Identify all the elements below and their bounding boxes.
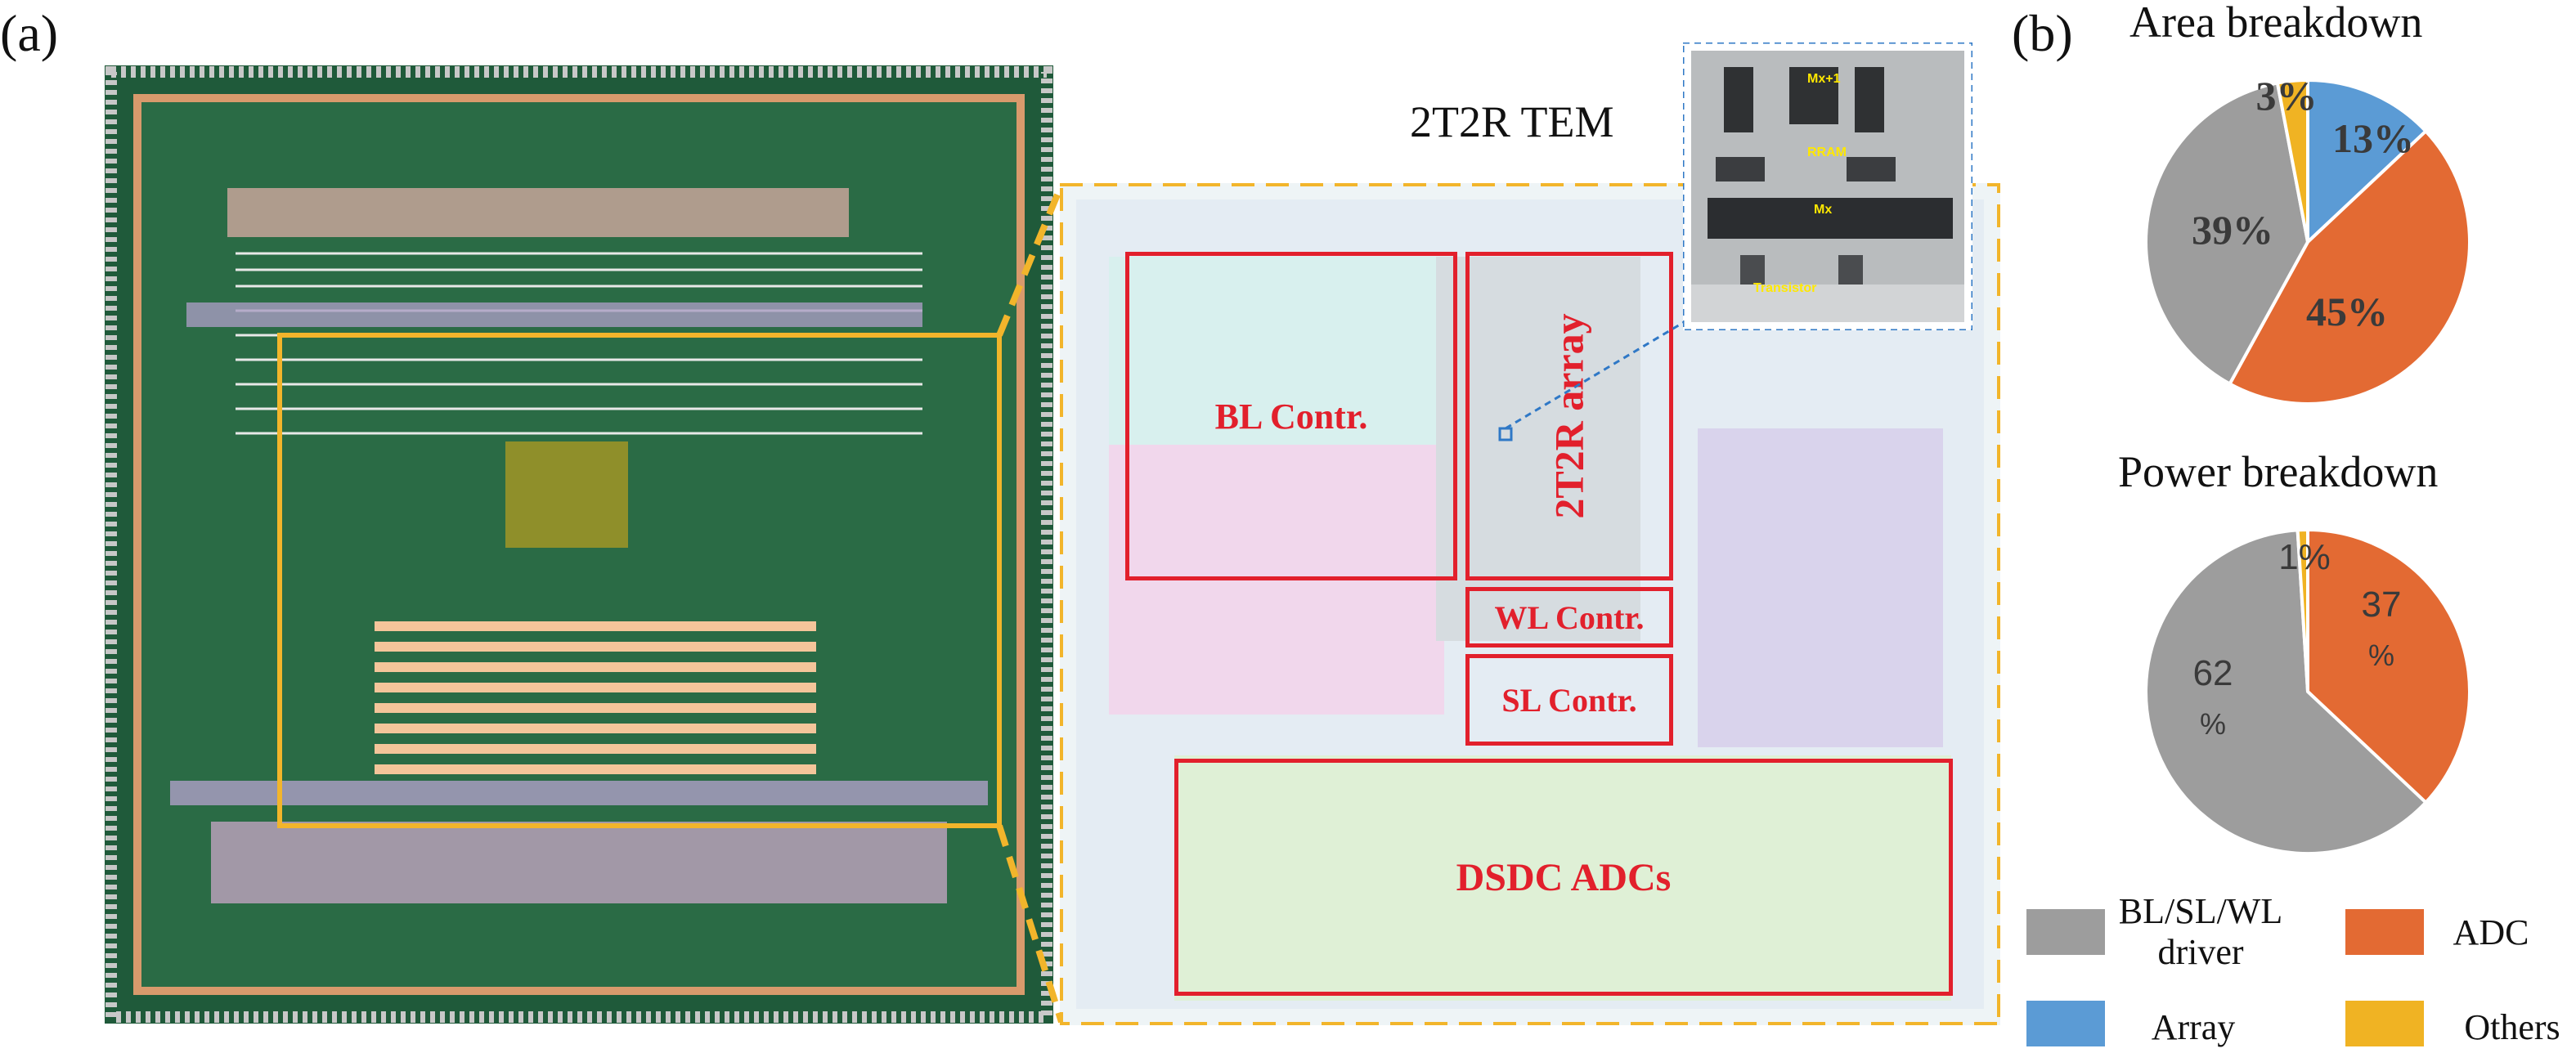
bl-controller-block: BL Contr. — [1125, 252, 1457, 580]
tem-label-mx1: Mx+1 — [1807, 72, 1841, 86]
pie-slice-others — [2296, 527, 2309, 692]
tem-label-mx: Mx — [1814, 203, 1833, 217]
array-block: 2T2R array — [1465, 252, 1673, 580]
legend-driver-line2: driver — [2157, 932, 2244, 972]
legend-driver-line1: BL/SL/WL — [2118, 891, 2283, 931]
legend-swatch-adc — [2345, 909, 2424, 955]
pie-slice-bl-sl-wl-driver — [2144, 528, 2429, 855]
pie-label-adc: 45% — [2306, 289, 2388, 334]
pie-slice-adc — [2306, 527, 2471, 805]
layout-background — [1060, 183, 2000, 1025]
bl-controller-label: BL Contr. — [1214, 396, 1368, 437]
tem-cross-section — [1683, 43, 1972, 330]
legend-label-adc: ADC — [2453, 912, 2529, 952]
tem-label-rram: RRAM — [1807, 146, 1847, 159]
chip-die-photo — [105, 65, 1053, 1024]
legend-swatch-others — [2345, 1001, 2424, 1046]
power-chart-title: Power breakdown — [2118, 447, 2439, 496]
legend-label-driver: BL/SL/WL driver — [2115, 891, 2287, 973]
tem-image: Mx+1 RRAM Mx Transistor — [1683, 43, 1972, 330]
pie-label-others: 1% — [2278, 537, 2331, 577]
adc-block: DSDC ADCs — [1174, 759, 1953, 996]
area-chart-title: Area breakdown — [2129, 0, 2423, 47]
sl-controller-label: SL Contr. — [1501, 681, 1637, 719]
power-pie-chart: 37% 62% 1% — [2144, 527, 2471, 855]
tem-title: 2T2R TEM — [1410, 97, 1614, 146]
pie-slice-bl-sl-wl-driver — [2144, 81, 2310, 387]
legend-swatch-driver — [2026, 909, 2105, 955]
legend-swatch-array — [2026, 1001, 2105, 1046]
panel-label-b: (b) — [2012, 4, 2073, 62]
pie-label-bl-sl-wl-driver: 39% — [2192, 207, 2273, 253]
area-pie-chart: 13% 45% 39% 3% — [2144, 73, 2471, 406]
sl-controller-block: SL Contr. — [1465, 654, 1673, 746]
pie-label-adc: 37% — [2362, 585, 2402, 672]
legend-label-array: Array — [2151, 1007, 2236, 1047]
wl-controller-block: WL Contr. — [1465, 587, 1673, 648]
pie-slice-adc — [2227, 128, 2471, 406]
adc-label: DSDC ADCs — [1456, 855, 1672, 899]
legend-label-others: Others — [2464, 1007, 2560, 1047]
wl-controller-label: WL Contr. — [1494, 598, 1645, 636]
zoomed-layout: BL Contr. 2T2R array WL Contr. SL Contr.… — [1060, 183, 2000, 1025]
tem-label-transistor: Transistor — [1753, 281, 1817, 295]
pie-label-bl-sl-wl-driver: 62% — [2193, 653, 2233, 741]
pie-slice-others — [2275, 78, 2309, 243]
pie-slice-array — [2306, 78, 2429, 246]
pie-label-array: 13% — [2332, 115, 2414, 161]
panel-label-a: (a) — [0, 4, 59, 62]
pie-label-others: 3% — [2256, 73, 2318, 119]
